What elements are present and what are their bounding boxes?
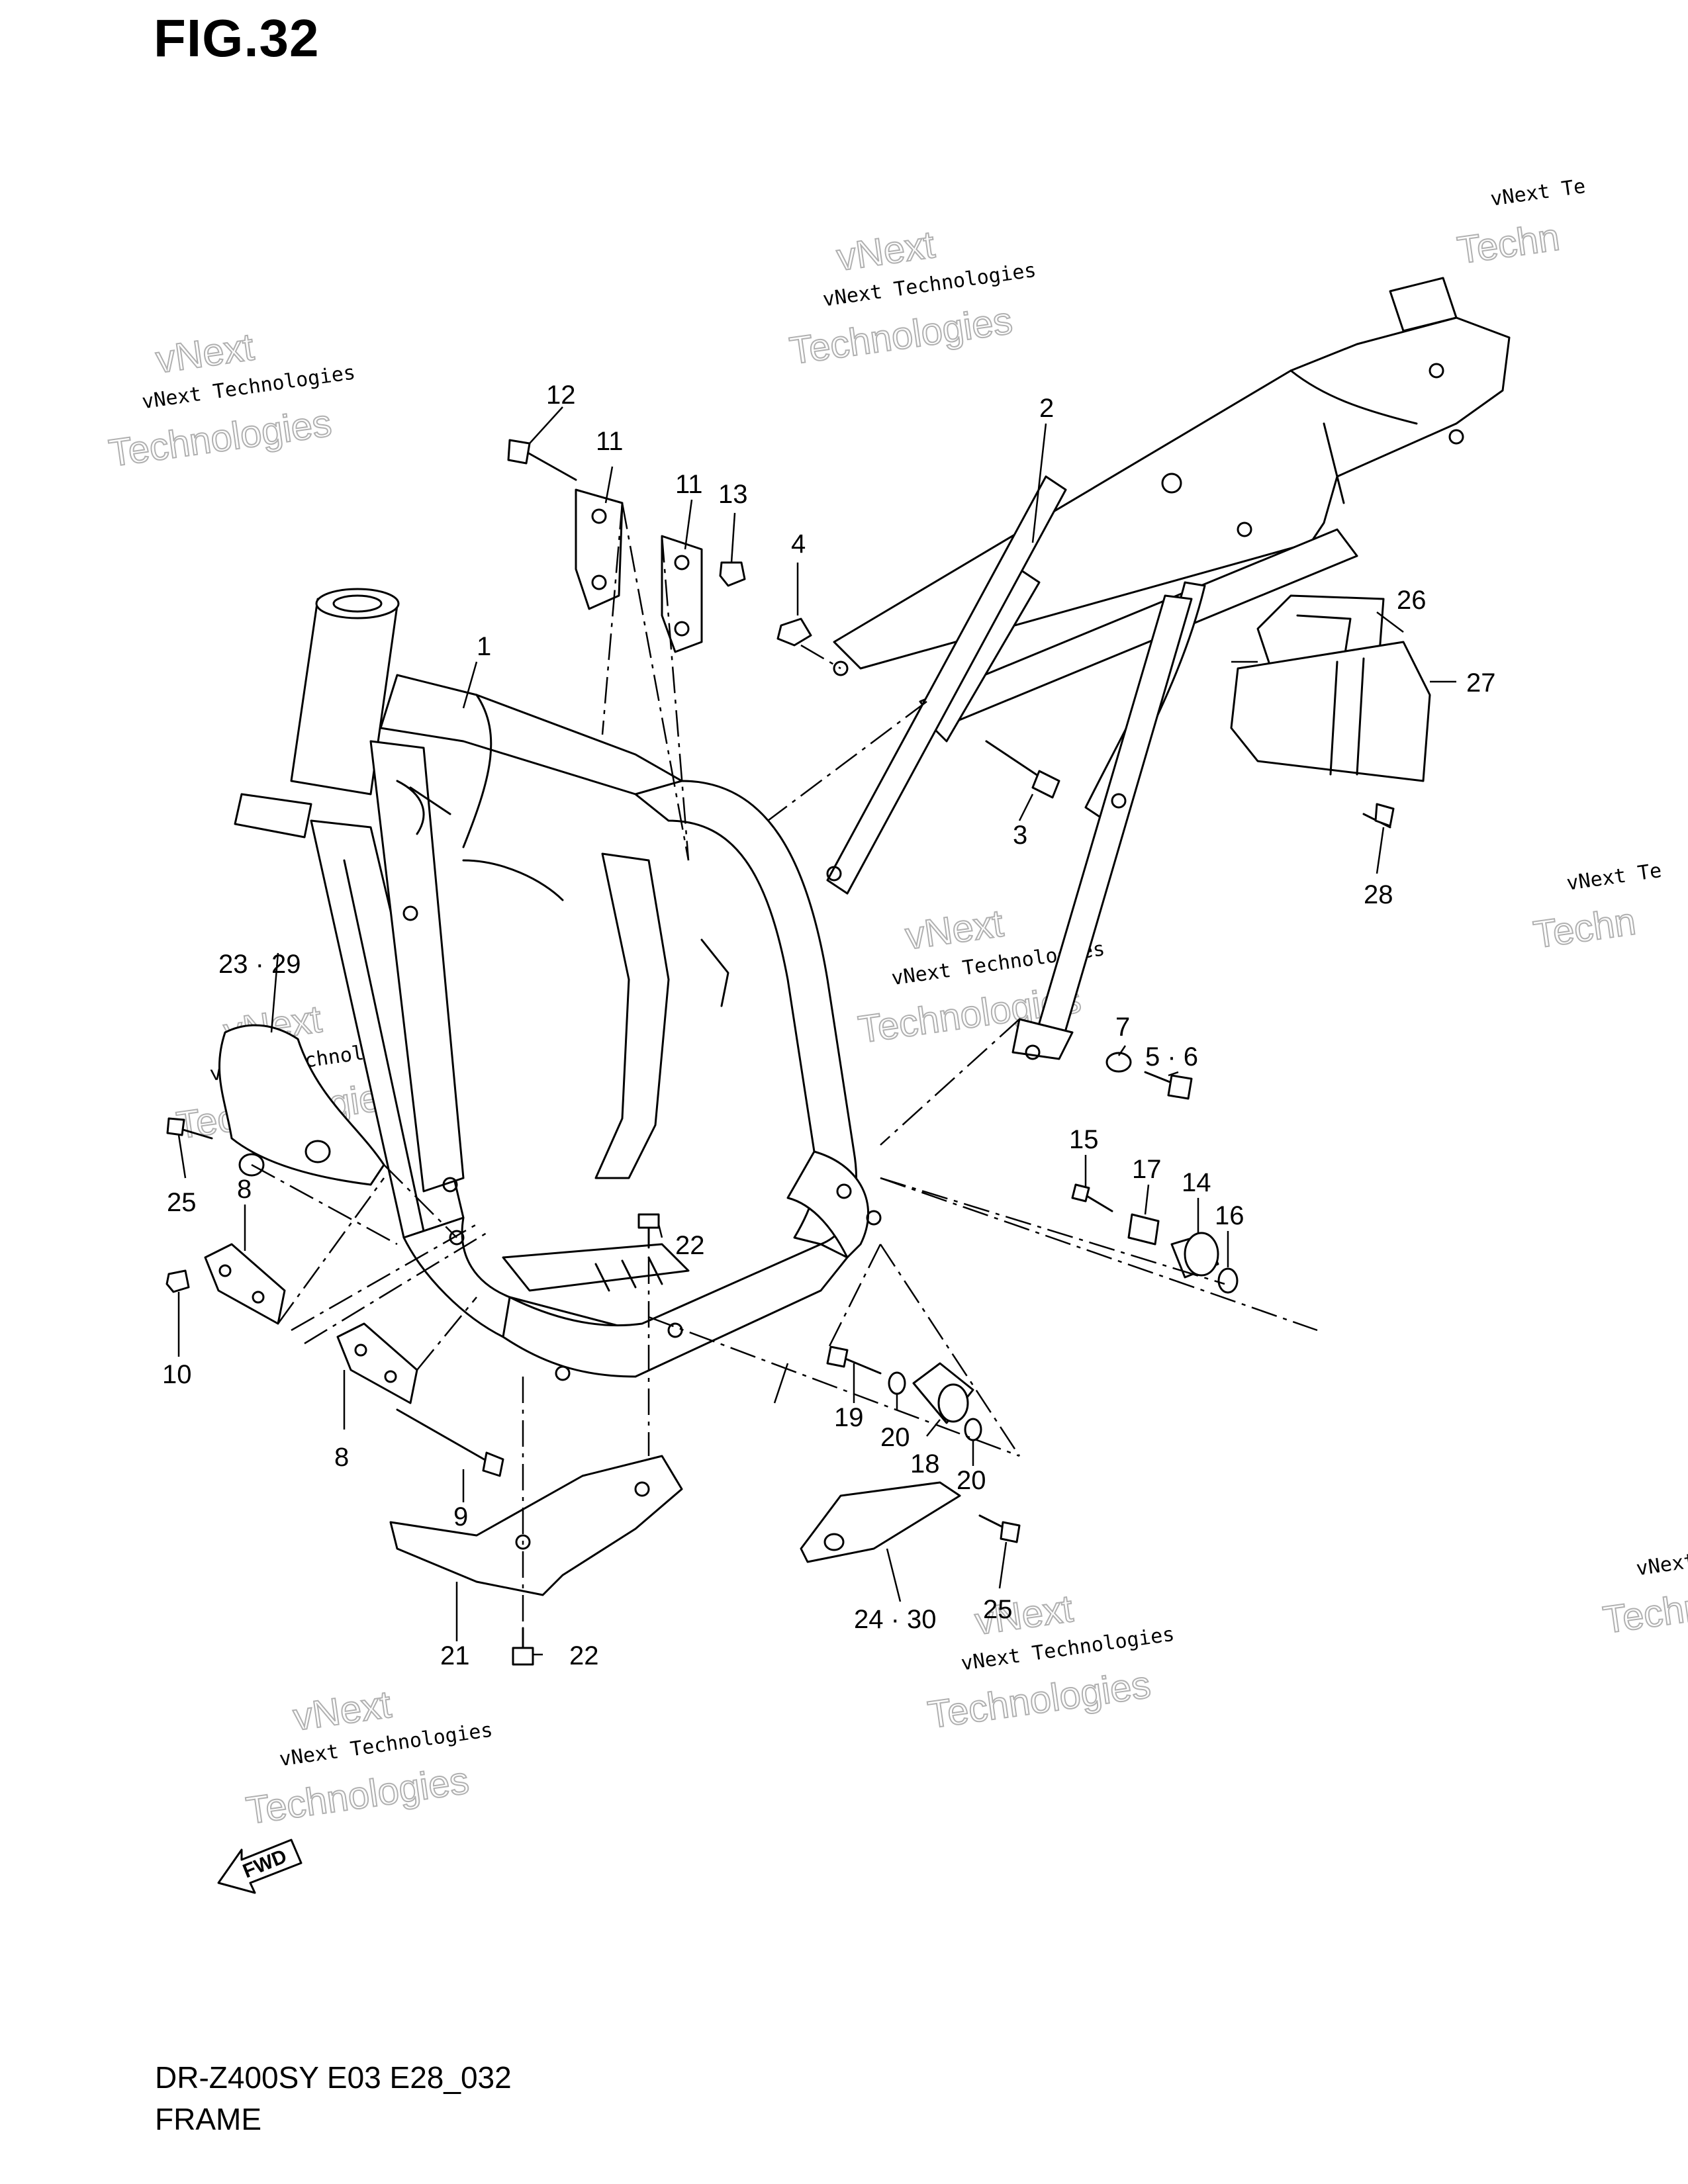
callout-20-left: 20: [880, 1423, 910, 1452]
main-frame-part-1: [234, 588, 882, 1381]
part-15-bolt: [1071, 1183, 1113, 1212]
callout-1: 1: [477, 632, 491, 661]
watermark-big-bottom: Technologies: [106, 401, 334, 475]
watermark-big-bottom: Techn: [1455, 215, 1562, 272]
watermark-big-bottom: Technologies: [244, 1758, 471, 1832]
callout-25-left: 25: [167, 1188, 197, 1217]
watermark-big-top: vNext: [834, 223, 937, 279]
model-code: DR-Z400SY E03 E28_032: [155, 2060, 512, 2095]
callout-5-6: 5 · 6: [1145, 1042, 1198, 1071]
callout-7: 7: [1115, 1013, 1130, 1042]
watermark: vNext vNext Technologies Technologies: [786, 222, 1038, 373]
callout-21: 21: [440, 1641, 470, 1670]
part-11-bracket-left: [575, 488, 624, 610]
watermark-big-bottom: Techn: [1531, 899, 1638, 956]
callout-20-right: 20: [957, 1466, 986, 1495]
part-25-bolt-left: [166, 1117, 213, 1140]
callout-15: 15: [1069, 1125, 1099, 1154]
part-19-bolt: [826, 1345, 882, 1375]
watermark: vNext vNext Technologies Technologies: [105, 325, 357, 476]
part-17-collar: [1127, 1213, 1160, 1246]
part-18-bushing: [912, 1362, 974, 1424]
part-11-bracket-right: [661, 535, 703, 653]
figure-title: FIG.32: [154, 9, 320, 68]
callout-12: 12: [546, 381, 576, 410]
part-10-nut: [165, 1269, 190, 1293]
watermark-big-bottom: Techn: [1601, 1585, 1688, 1642]
figure-name: FRAME: [155, 2102, 261, 2136]
watermark: vNext vNext Technologies Technologies: [925, 1586, 1176, 1737]
part-13-nut: [719, 561, 746, 587]
callout-17: 17: [1132, 1155, 1162, 1184]
watermark-text: vNext Te: [1635, 1544, 1688, 1580]
part-7-washer: [1105, 1052, 1132, 1073]
watermark-big-bottom: Technologies: [787, 299, 1015, 373]
part-9-bolt: [396, 1408, 504, 1477]
part-14-bushing: [1170, 1232, 1219, 1279]
watermark-text: vNext Te: [1489, 175, 1587, 211]
callout-8-upper: 8: [237, 1175, 252, 1204]
watermark-big-bottom: Technologies: [925, 1663, 1153, 1737]
part-23-29-guard: [218, 1024, 385, 1186]
callout-4: 4: [791, 529, 806, 559]
part-21-skid-plate: [389, 1455, 683, 1596]
part-25-bolt-right: [978, 1514, 1021, 1543]
part-3-bolt: [985, 740, 1060, 799]
callout-26: 26: [1397, 586, 1427, 615]
callout-13: 13: [718, 480, 748, 509]
watermark-text: vNext Te: [1565, 859, 1663, 895]
callout-24-30: 24 · 30: [854, 1605, 937, 1634]
assembly-lines: [251, 502, 1318, 1628]
leader-lines: [177, 406, 1456, 1656]
callout-8-lower: 8: [334, 1443, 349, 1472]
callout-19: 19: [834, 1403, 864, 1432]
callout-3: 3: [1013, 821, 1027, 850]
callout-11-right: 11: [675, 470, 703, 499]
watermark-big-top: vNext: [153, 326, 256, 382]
callout-16: 16: [1215, 1201, 1244, 1230]
callout-28: 28: [1364, 880, 1393, 909]
part-27-bolt: [1362, 803, 1395, 829]
part-24-30-guard: [800, 1481, 961, 1563]
callout-22-upper: 22: [675, 1231, 705, 1260]
callout-23-29: 23 · 29: [218, 950, 301, 979]
part-5-6-bolt: [1144, 1071, 1193, 1100]
callout-18: 18: [910, 1449, 940, 1479]
callout-27: 27: [1466, 668, 1496, 698]
part-20-washer-left: [888, 1371, 906, 1395]
part-8-bracket-lower: [336, 1322, 418, 1404]
watermark: vNext Te Techn: [1530, 859, 1664, 957]
callout-labels: 1 2 3 4 5 · 6 7 8 8 9 10 11 11 12 13 14 …: [162, 381, 1496, 1670]
callout-25-right: 25: [983, 1595, 1013, 1624]
watermark-big-top: vNext: [903, 901, 1006, 958]
callout-14: 14: [1182, 1168, 1211, 1197]
watermark: vNext vNext Technologies Technologies: [243, 1682, 494, 1833]
part-8-bracket-upper: [204, 1243, 286, 1325]
part-22-bolt-upper: [637, 1213, 660, 1249]
watermark: vNext Te Techn: [1600, 1544, 1688, 1642]
part-22-bolt-lower: [512, 1627, 534, 1666]
watermark-big-top: vNext: [291, 1683, 394, 1739]
part-4-nut: [776, 617, 812, 647]
part-28-cover: [1230, 641, 1431, 782]
rear-subframe-part-2: [826, 277, 1511, 1060]
callout-2: 2: [1039, 394, 1054, 423]
fwd-arrow-icon: FWD: [217, 1839, 303, 1894]
part-16-washer: [1217, 1267, 1239, 1294]
callout-22-lower: 22: [569, 1641, 599, 1670]
watermark: vNext Te Techn: [1454, 175, 1587, 273]
part-12-bolt: [507, 439, 577, 481]
callout-11-left: 11: [596, 427, 624, 456]
callout-10: 10: [162, 1360, 192, 1389]
callout-9: 9: [453, 1502, 468, 1531]
